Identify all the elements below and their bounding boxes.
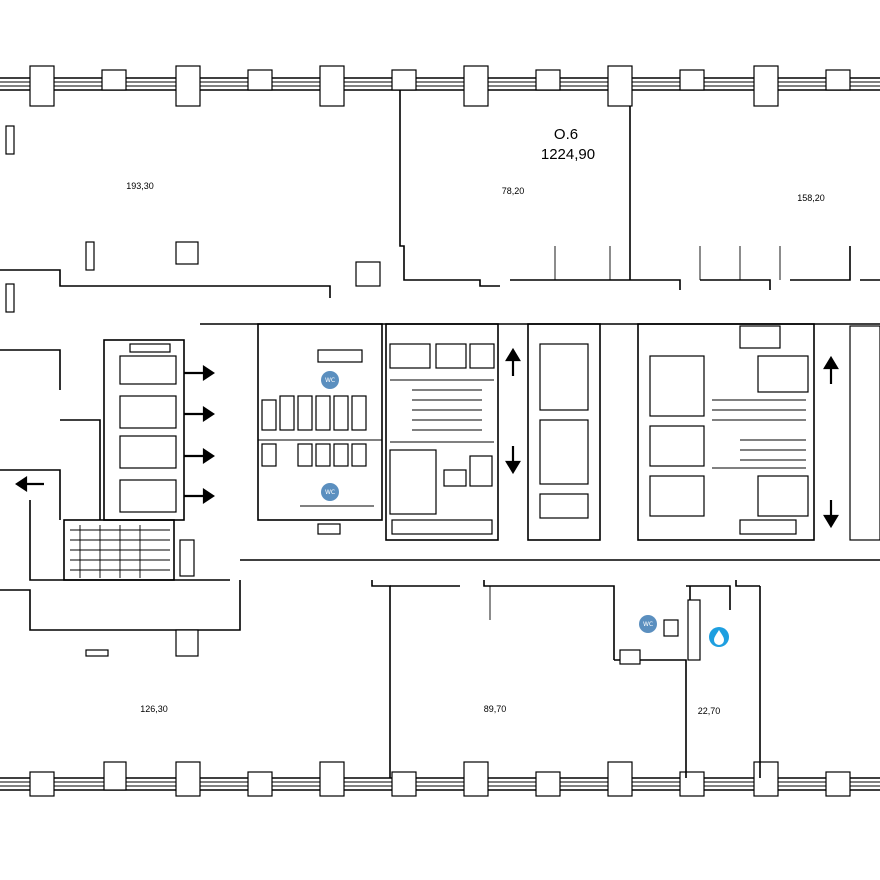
facade-bottom xyxy=(0,761,880,797)
central-core xyxy=(385,323,499,541)
water-drop-icon xyxy=(709,627,729,647)
room-area: 158,20 xyxy=(797,193,825,203)
floor-total-area: 1224,90 xyxy=(541,146,595,163)
room-area: 193,30 xyxy=(126,181,154,191)
arrow-left-icon xyxy=(15,475,44,493)
restroom-icon: WC xyxy=(321,371,339,389)
arrow-right-icon xyxy=(184,487,215,505)
arrow-right-icon xyxy=(184,364,215,382)
floor-name: O.6 xyxy=(554,126,578,143)
wc-block xyxy=(257,323,383,535)
svg-text:WC: WC xyxy=(325,489,335,496)
restroom-icon: WC xyxy=(321,483,339,501)
arrow-up-icon xyxy=(823,355,839,384)
arrow-up-icon xyxy=(505,347,521,376)
room-area: 22,70 xyxy=(698,706,721,716)
facade-top xyxy=(0,65,880,107)
core-left xyxy=(0,339,230,581)
restroom-icon: WC xyxy=(639,615,657,633)
lift-core-1 xyxy=(527,323,601,541)
right-core xyxy=(637,323,880,541)
upper-office-walls xyxy=(0,90,880,313)
room-area: 126,30 xyxy=(140,704,168,714)
direction-arrows xyxy=(15,347,839,529)
lower-office-walls xyxy=(0,580,761,778)
svg-text:WC: WC xyxy=(325,377,335,384)
arrow-down-icon xyxy=(505,446,521,475)
arrow-right-icon xyxy=(184,447,215,465)
arrow-down-icon xyxy=(823,500,839,529)
room-area: 78,20 xyxy=(502,186,525,196)
arrow-right-icon xyxy=(184,405,215,423)
svg-text:WC: WC xyxy=(643,621,653,628)
room-area: 89,70 xyxy=(484,704,507,714)
